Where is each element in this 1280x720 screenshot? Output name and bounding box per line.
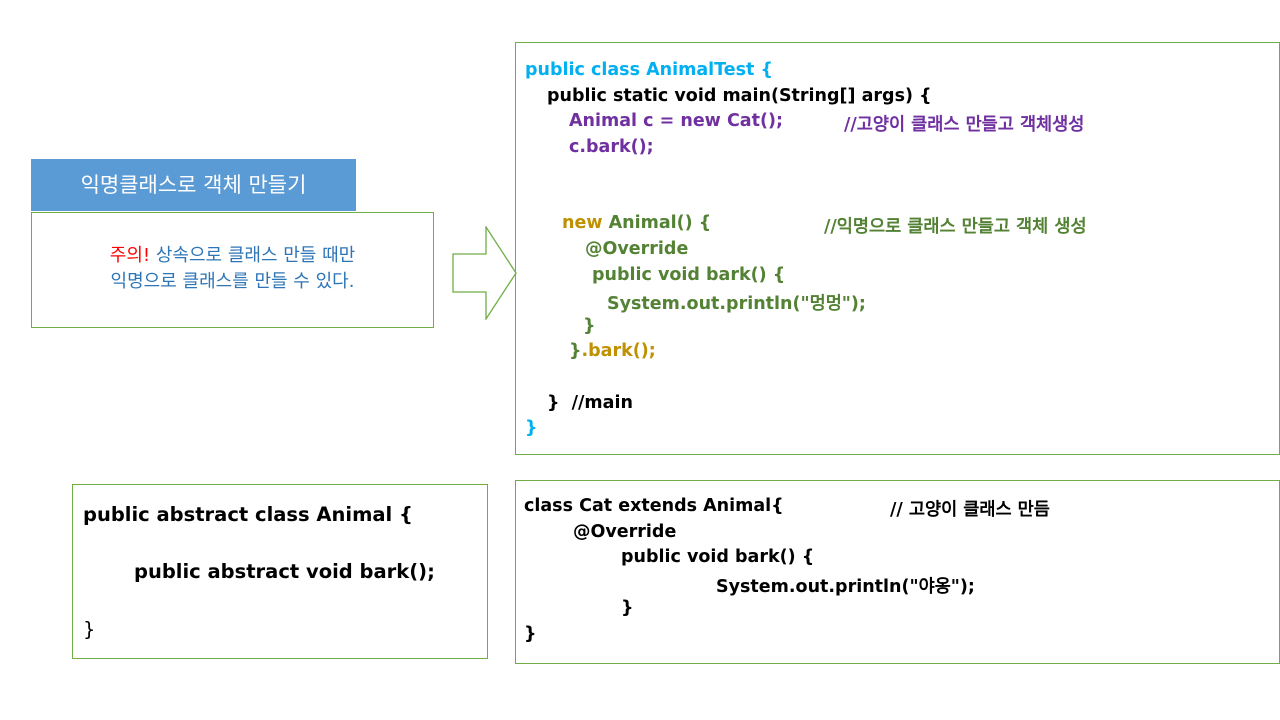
code-line: public abstract class Animal { bbox=[83, 503, 413, 526]
code-line: } bbox=[524, 624, 537, 644]
section-title: 익명클래스로 객체 만들기 bbox=[31, 159, 356, 211]
code-line: } bbox=[83, 618, 96, 641]
keyword-new: new bbox=[562, 213, 603, 233]
code-line: public void bark() { bbox=[592, 265, 786, 285]
code-line: @Override bbox=[573, 522, 677, 542]
code-comment: //고양이 클래스 만들고 객체생성 bbox=[844, 115, 1085, 135]
code-line: System.out.println("야옹"); bbox=[716, 577, 975, 597]
code-line: } //main bbox=[547, 393, 633, 413]
main-code-box: public class AnimalTest { public static … bbox=[515, 42, 1280, 455]
note-line-2: 익명으로 클래스를 만들 수 있다. bbox=[110, 271, 355, 292]
code-comment: //익명으로 클래스 만들고 객체 생성 bbox=[824, 217, 1087, 237]
code-line: new Animal() { bbox=[562, 213, 711, 233]
code-line: public abstract void bark(); bbox=[134, 560, 435, 583]
note-warning: 주의! bbox=[109, 245, 151, 266]
bark-call: .bark(); bbox=[581, 341, 656, 361]
code-line: public class AnimalTest { bbox=[525, 60, 773, 80]
cat-code-box: class Cat extends Animal{ // 고양이 클래스 만듬 … bbox=[515, 480, 1280, 664]
code-line: c.bark(); bbox=[569, 137, 654, 157]
code-line-rest: Animal() { bbox=[602, 213, 712, 233]
code-line: class Cat extends Animal{ bbox=[524, 496, 784, 516]
code-line: } bbox=[583, 316, 596, 336]
animal-code-box: public abstract class Animal { public ab… bbox=[72, 484, 488, 659]
note-line-1: 주의! 상속으로 클래스 만들 때만 bbox=[32, 243, 433, 269]
right-arrow-icon bbox=[452, 226, 517, 320]
code-line: @Override bbox=[585, 239, 689, 259]
note-line-1-text: 상속으로 클래스 만들 때만 bbox=[150, 245, 356, 266]
code-line: }.bark(); bbox=[569, 341, 656, 361]
closing-brace: } bbox=[569, 341, 582, 361]
code-comment: // 고양이 클래스 만듬 bbox=[890, 500, 1050, 520]
code-line: } bbox=[525, 418, 538, 438]
code-line: } bbox=[621, 598, 634, 618]
code-line: public void bark() { bbox=[621, 547, 815, 567]
code-line: Animal c = new Cat(); bbox=[569, 111, 783, 131]
code-line: public static void main(String[] args) { bbox=[547, 86, 932, 106]
note-box: 주의! 상속으로 클래스 만들 때만 익명으로 클래스를 만들 수 있다. bbox=[31, 212, 434, 328]
code-line: System.out.println("멍멍"); bbox=[607, 294, 866, 314]
